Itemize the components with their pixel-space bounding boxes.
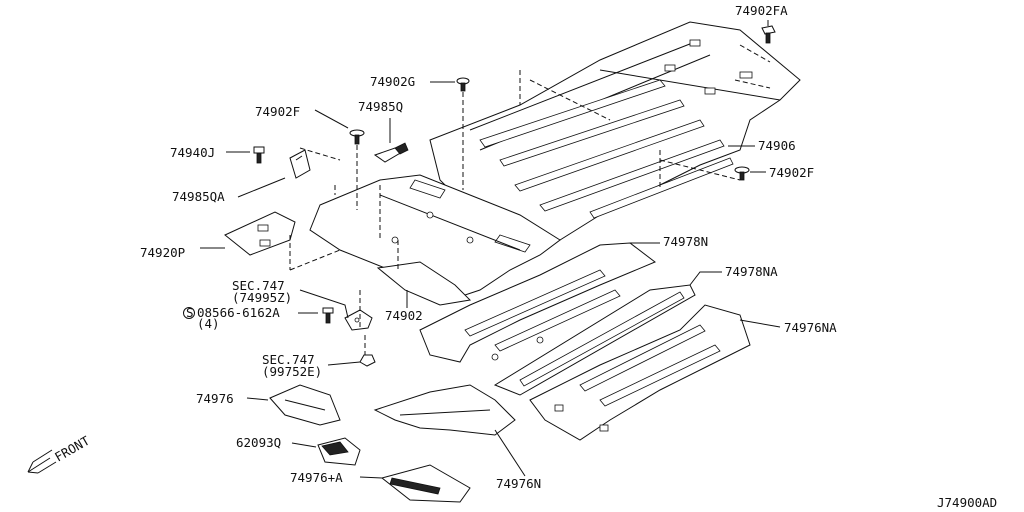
bolt-symbol-icon (183, 307, 195, 319)
clip-74902FA (761, 25, 776, 44)
strip-74978NA (493, 284, 696, 396)
label-74985Q: 74985Q (358, 99, 403, 114)
leader-lines (200, 20, 781, 479)
label-front: FRONT (52, 433, 92, 465)
panel-74978N (419, 242, 656, 363)
clip-74902F-a (349, 129, 365, 145)
dashed-guides (289, 44, 771, 355)
label-sec747-b: SEC.747 (262, 352, 315, 367)
panel-74976NA (529, 304, 751, 441)
bracket-74985Q (373, 142, 409, 163)
label-74906: 74906 (758, 138, 796, 153)
label-74976N: 74976N (496, 476, 541, 491)
label-74976NA: 74976NA (784, 320, 837, 335)
front-arrow-icon (27, 449, 57, 474)
label-74976A: 74976+A (290, 470, 343, 485)
label-74995Z: (74995Z) (232, 290, 292, 305)
clip-74902G (456, 77, 470, 92)
bolt-08566 (322, 307, 334, 324)
label-qty: (4) (197, 316, 220, 331)
label-74976: 74976 (196, 391, 234, 406)
label-74902F-b: 74902F (769, 165, 814, 180)
floor-panel-74906 (429, 21, 801, 241)
label-sec747-a: SEC.747 (232, 278, 285, 293)
label-99752E: (99752E) (262, 364, 322, 379)
diagram-code: J74900AD (937, 495, 997, 510)
label-bolt-08566: 08566-6162A (197, 305, 280, 320)
label-74920P: 74920P (140, 245, 185, 260)
bracket-74995Z (344, 309, 373, 331)
label-74978N: 74978N (663, 234, 708, 249)
label-74902F-a: 74902F (255, 104, 300, 119)
label-62093Q: 62093Q (236, 435, 281, 450)
shield-74976N (373, 384, 516, 436)
clip-74902F-b (734, 166, 750, 181)
front-panel-74902 (309, 174, 561, 306)
shield-74976A (380, 464, 471, 503)
nut-99752E (359, 354, 376, 367)
label-74940J: 74940J (170, 145, 215, 160)
bolt-74940J (253, 146, 265, 164)
label-74902G: 74902G (370, 74, 415, 89)
bracket-74985QA (289, 149, 311, 179)
pad-74920P (224, 211, 296, 256)
shield-74976 (269, 384, 341, 426)
label-74985QA: 74985QA (172, 189, 225, 204)
bolt-symbol-letter: S (186, 305, 194, 320)
part-62093Q (317, 437, 361, 466)
label-74902FA: 74902FA (735, 3, 788, 18)
label-74978NA: 74978NA (725, 264, 778, 279)
label-74902: 74902 (385, 308, 423, 323)
